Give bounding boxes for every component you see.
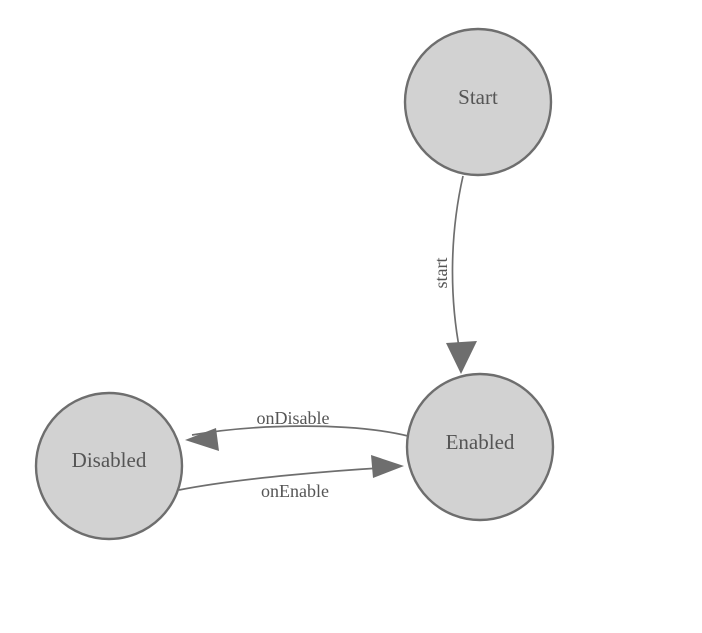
node-start-circle xyxy=(403,27,553,177)
node-start-label: Start xyxy=(458,85,498,109)
node-enabled[interactable]: Enabled xyxy=(405,372,555,522)
edge-ondisable[interactable] xyxy=(185,425,409,451)
edge-onenable[interactable] xyxy=(178,455,404,491)
node-enabled-circle xyxy=(405,372,555,522)
edge-start-label: start xyxy=(431,258,451,289)
edge-onenable-label: onEnable xyxy=(261,481,329,501)
edge-ondisable-arrowhead-icon xyxy=(185,428,219,451)
node-disabled[interactable]: Disabled xyxy=(34,391,184,541)
edge-onenable-arrowhead-icon xyxy=(371,455,404,478)
edge-ondisable-label: onDisable xyxy=(257,408,330,428)
edge-start[interactable] xyxy=(446,175,477,374)
node-enabled-label: Enabled xyxy=(446,430,515,454)
node-start[interactable]: Start xyxy=(403,27,553,177)
node-disabled-label: Disabled xyxy=(72,448,147,472)
edge-ondisable-line xyxy=(191,425,409,437)
edge-start-arrowhead-icon xyxy=(446,341,477,374)
edge-start-line xyxy=(451,175,464,353)
node-disabled-circle xyxy=(34,391,184,541)
